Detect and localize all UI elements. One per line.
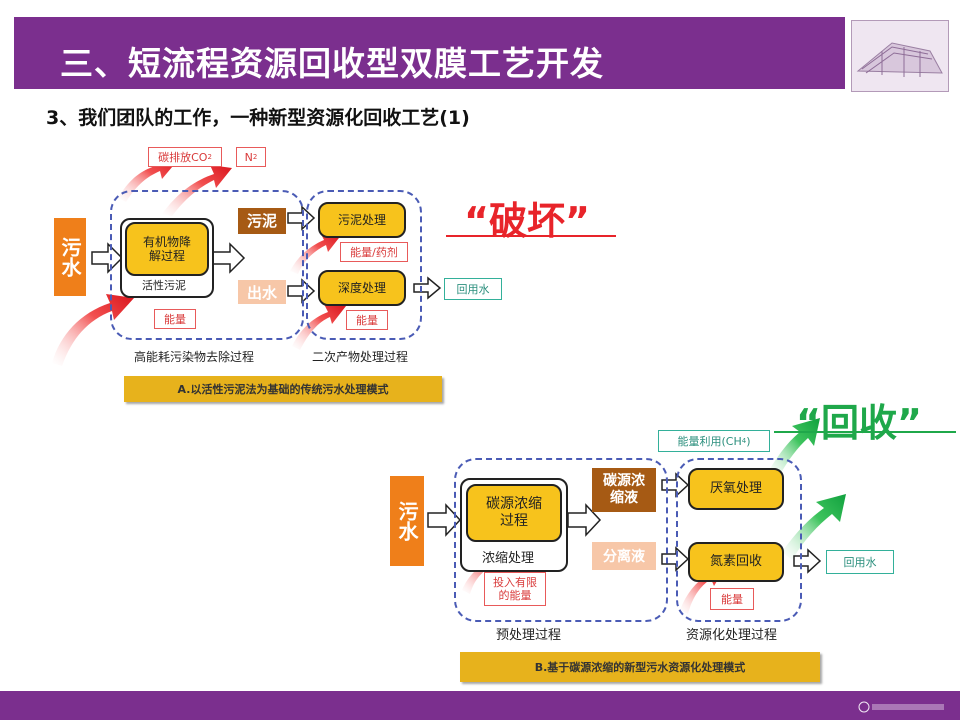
- footer-logo: [858, 700, 948, 716]
- stage2-label-a: 二次产物处理过程: [312, 350, 409, 364]
- energy-chem-tag: 能量/药剂: [340, 242, 408, 262]
- arrow-influent-b: [427, 503, 462, 537]
- arrow-to-effluent-a: [211, 242, 246, 274]
- caption-b: B.基于碳源浓缩的新型污水资源化处理模式: [460, 652, 820, 682]
- stage1-label-b: 预处理过程: [496, 628, 562, 643]
- stage2-container-a: [306, 190, 422, 340]
- energy-tag-a2: 能量: [346, 310, 388, 330]
- section-subtitle: 3、我们团队的工作，一种新型资源化回收工艺(1): [46, 107, 470, 129]
- sludge-label-a: 污泥: [238, 208, 286, 234]
- footer-bar: [0, 691, 960, 720]
- arrow-influent-a: [91, 242, 124, 274]
- emission-arrow-2: [162, 165, 232, 216]
- stage1-container-a: [110, 190, 304, 340]
- reuse-water-tag-a: 回用水: [444, 278, 502, 300]
- stage2-label-b: 资源化处理过程: [686, 628, 778, 643]
- energy-arrow-main: [52, 294, 134, 366]
- energy-tag-b: 能量: [710, 588, 754, 610]
- building-thumbnail: [851, 20, 949, 92]
- stage1-label-a: 高能耗污染物去除过程: [134, 350, 255, 364]
- anaerobic-box: 厌氧处理: [688, 468, 784, 510]
- title-bar: [14, 17, 845, 89]
- activated-sludge-label: 活性污泥: [142, 279, 186, 292]
- energy-tag-a: 能量: [154, 309, 196, 329]
- reuse-water-tag-b: 回用水: [826, 550, 894, 574]
- arrow-main-b: [567, 503, 602, 537]
- separation-label: 分离液: [592, 542, 656, 570]
- deep-treatment-box: 深度处理: [318, 270, 406, 306]
- energy-input-tag: 投入有限的能量: [484, 572, 546, 606]
- nitrogen-recovery-box: 氮素回收: [688, 542, 784, 582]
- organic-degradation-box: 有机物降解过程: [125, 222, 209, 276]
- effluent-label-a: 出水: [238, 280, 286, 304]
- influent-label-a: 污水: [54, 218, 86, 296]
- pretreatment-container: [454, 458, 668, 622]
- carbon-concentration-box: 碳源浓缩过程: [466, 484, 562, 542]
- caption-a: A.以活性污泥法为基础的传统污水处理模式: [124, 376, 442, 402]
- destroy-keyword: “破坏”: [464, 199, 590, 243]
- carbon-concentrate-label: 碳源浓缩液: [592, 468, 656, 512]
- resource-container: [676, 458, 802, 622]
- arrow-reuse-a: [413, 276, 442, 300]
- recover-arrow-bottom: [782, 494, 846, 560]
- influent-label-b: 污水: [390, 476, 424, 566]
- slide-title: 三、短流程资源回收型双膜工艺开发: [60, 44, 604, 83]
- recover-keyword: “回收”: [796, 401, 922, 445]
- energy-arrow-deep: [292, 304, 346, 350]
- arrow-reuse-b: [793, 548, 822, 574]
- sludge-treatment-box: 污泥处理: [318, 202, 406, 238]
- concentration-label: 浓缩处理: [482, 551, 535, 566]
